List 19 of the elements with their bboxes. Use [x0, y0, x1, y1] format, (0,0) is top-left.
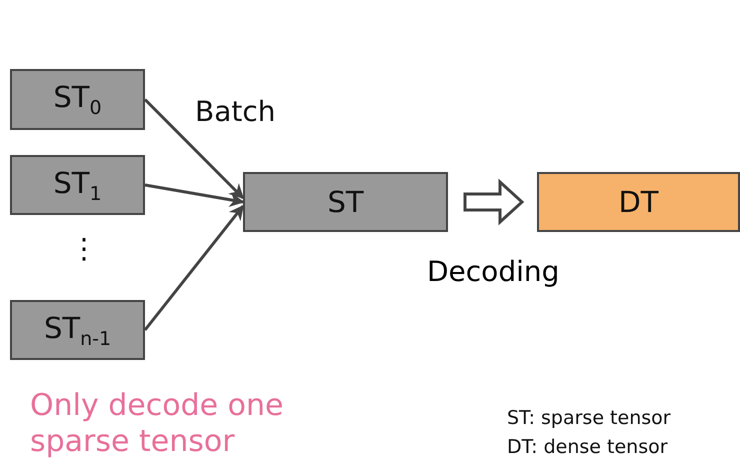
- hollow-arrow: [464, 178, 524, 226]
- arrow: [144, 204, 244, 331]
- node-label: ST$_{1}$: [53, 166, 102, 204]
- process-box: [10, 300, 145, 360]
- annotation: Batch: [195, 95, 276, 128]
- node-label: DT: [618, 185, 659, 219]
- arrow: [144, 98, 244, 200]
- process-box: [537, 172, 740, 232]
- arrow: [144, 184, 244, 208]
- process-box: [243, 172, 448, 232]
- key-text: ST: sparse tensor: [507, 407, 671, 429]
- node-label: ST: [327, 185, 364, 219]
- ellipsis: ⋮: [70, 232, 98, 265]
- node-label: ST$_{n-1}$: [44, 310, 112, 350]
- node-label: ST$_{0}$: [53, 80, 102, 119]
- process-box: [10, 69, 145, 130]
- key-text: DT: dense tensor: [507, 436, 668, 458]
- note: Only decode one sparse tensor: [30, 388, 284, 460]
- process-box: [10, 155, 145, 215]
